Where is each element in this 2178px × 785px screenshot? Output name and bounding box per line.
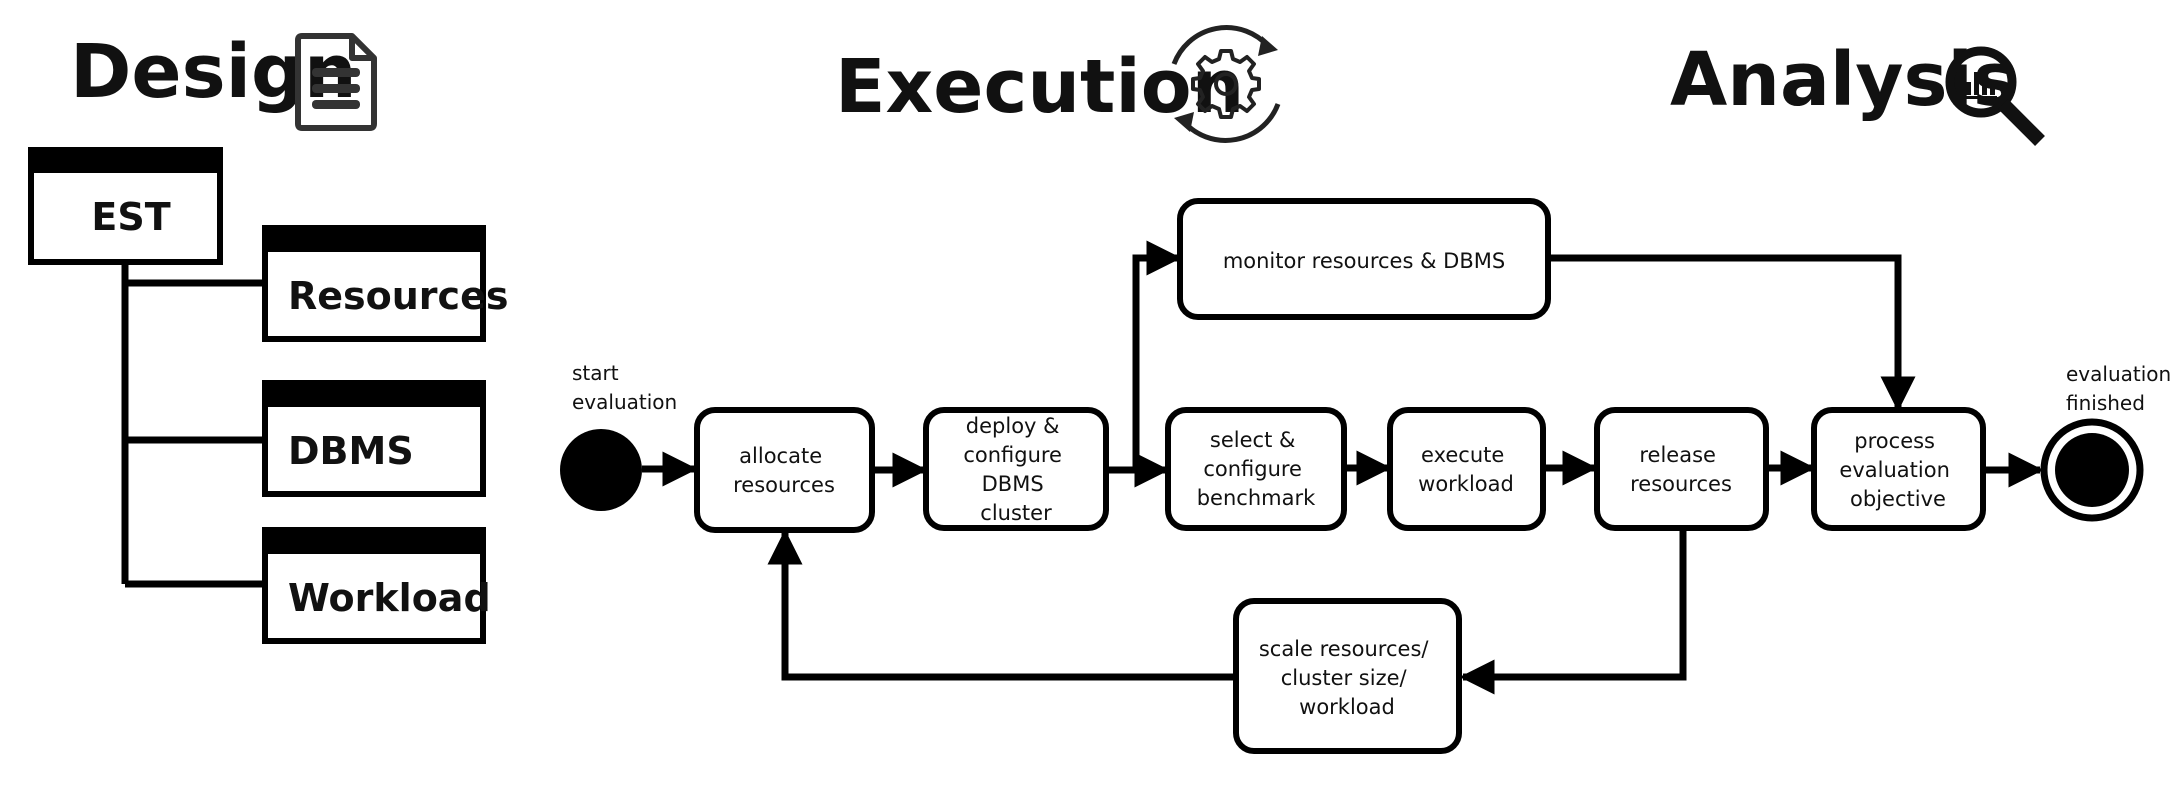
end-node: evaluation finished [2040, 362, 2171, 522]
end-label-line1: evaluation [2066, 362, 2171, 386]
tree-node-resources: Resources [262, 225, 508, 342]
step-monitor-resources-dbms: monitor resources & DBMS [1177, 198, 1551, 320]
step-allocate-text: allocate resources [733, 444, 835, 497]
step-select-configure-benchmark: select & configure benchmark [1165, 407, 1347, 531]
tree-node-workload: Workload [262, 527, 491, 644]
arrow-scale-to-allocate [767, 529, 1234, 681]
design-tree: EST Resources DBMS Workload [28, 147, 508, 644]
tree-label-resources: Resources [288, 274, 508, 318]
start-node: start evaluation [560, 361, 677, 511]
step-deploy-configure: deploy & configure DBMS cluster [923, 407, 1109, 531]
step-scale-resources: scale resources/ cluster size/ workload [1233, 598, 1462, 754]
tree-node-est: EST [28, 147, 223, 265]
step-process-evaluation-objective: process evaluation objective [1811, 407, 1986, 531]
step-execute-workload: execute workload [1387, 407, 1546, 531]
arrow-release-to-scale [1459, 530, 1687, 695]
flow-connectors [642, 240, 2044, 695]
step-release-text: release resources [1630, 443, 1732, 496]
arrow-monitor-to-process [1548, 254, 1916, 412]
tree-node-dbms: DBMS [262, 380, 486, 497]
document-icon [295, 33, 377, 131]
magnifier-chart-icon [1945, 46, 2045, 146]
start-label-line2: evaluation [572, 390, 677, 414]
step-process-text: process evaluation objective [1839, 429, 1956, 511]
step-monitor-text: monitor resources & DBMS [1223, 249, 1505, 273]
design-heading: Design [70, 29, 357, 115]
step-execute-text: execute workload [1418, 443, 1514, 496]
end-label-line2: finished [2066, 391, 2145, 415]
tree-label-dbms: DBMS [288, 429, 414, 473]
step-select-text: select & configure benchmark [1197, 428, 1316, 510]
step-deploy-text: deploy & configure DBMS cluster [963, 414, 1068, 525]
arrow-deploy-to-monitor [1132, 240, 1182, 470]
gear-cycle-icon [1171, 25, 1281, 143]
start-label-line1: start [572, 361, 619, 385]
step-allocate-resources: allocate resources [694, 407, 875, 533]
tree-label-est: EST [91, 195, 170, 239]
tree-label-workload: Workload [288, 576, 491, 620]
step-release-resources: release resources [1594, 407, 1769, 531]
step-scale-text: scale resources/ cluster size/ workload [1259, 637, 1435, 719]
